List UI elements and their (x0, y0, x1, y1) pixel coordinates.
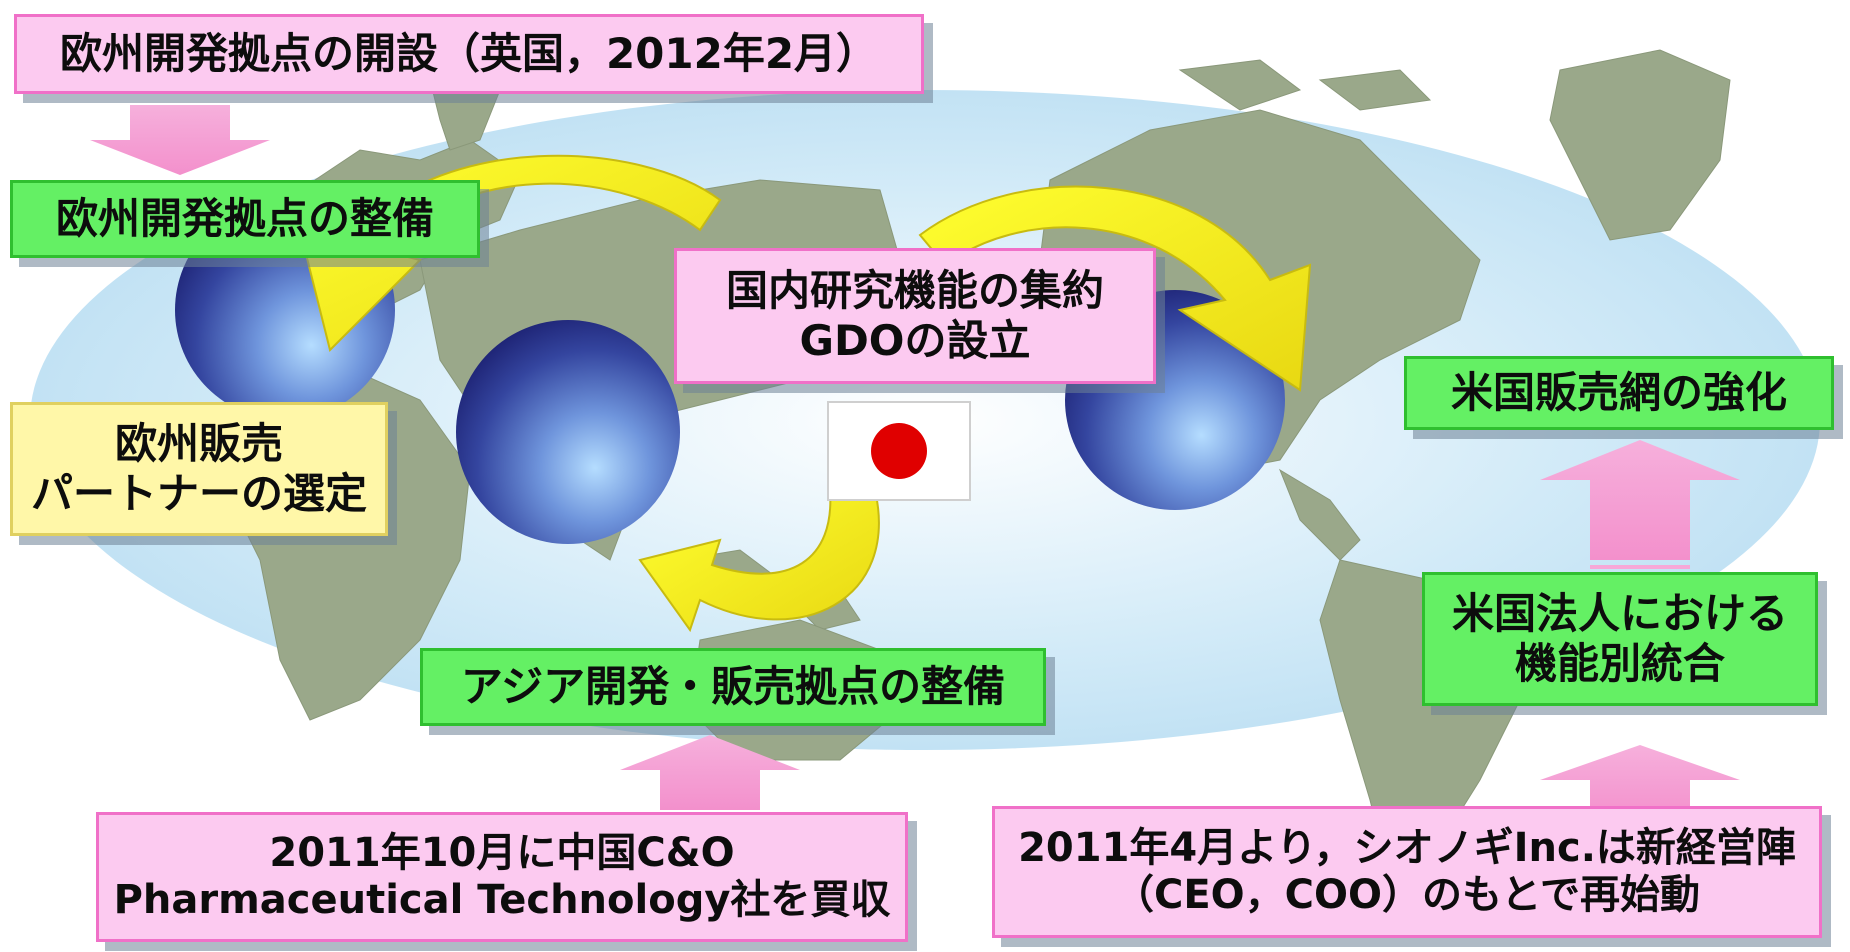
europe-sales-partner-line-1: 欧州販売 (114, 419, 283, 469)
usa-integration-line-1: 米国法人における (1451, 589, 1788, 639)
usa-restart-line-2: （CEO，COO）のもとで再始動 (1113, 872, 1701, 918)
asia-globe (456, 320, 680, 544)
usa-sales-network-box: 米国販売網の強化 (1404, 356, 1834, 430)
yellow-arrow-to-asia (638, 489, 880, 633)
asia-acquisition-box: 2011年10月に中国C&O Pharmaceutical Technology… (96, 812, 908, 942)
europe-opening-label: 欧州開発拠点の開設（英国，2012年2月） (59, 29, 879, 79)
asia-acquisition-line-2: Pharmaceutical Technology社を買収 (113, 877, 891, 923)
usa-restart-line-1: 2011年4月より，シオノギInc.は新経営陣 (1018, 824, 1796, 871)
pink-arrow-usa-lower (1540, 745, 1740, 820)
pink-arrow-asia-up (620, 735, 800, 810)
asia-dev-sales-box: アジア開発・販売拠点の整備 (420, 648, 1046, 726)
pink-arrow-europe-down (90, 105, 270, 175)
europe-opening-box: 欧州開発拠点の開設（英国，2012年2月） (14, 14, 924, 94)
europe-sales-partner-line-2: パートナーの選定 (30, 469, 367, 518)
japan-consolidation-line-2: GDOの設立 (799, 316, 1031, 365)
europe-dev-base-box: 欧州開発拠点の整備 (10, 180, 480, 258)
europe-sales-partner-box: 欧州販売 パートナーの選定 (10, 402, 388, 536)
usa-integration-line-2: 機能別統合 (1514, 639, 1725, 688)
europe-dev-base-label: 欧州開発拠点の整備 (55, 194, 434, 244)
japan-consolidation-line-1: 国内研究機能の集約 (725, 266, 1104, 316)
yellow-arrow-to-usa (918, 185, 1312, 392)
asia-dev-sales-label: アジア開発・販売拠点の整備 (460, 662, 1006, 712)
usa-sales-network-label: 米国販売網の強化 (1450, 368, 1787, 418)
japan-flag-icon (827, 401, 971, 501)
japan-consolidation-box: 国内研究機能の集約 GDOの設立 (674, 248, 1156, 384)
usa-integration-box: 米国法人における 機能別統合 (1422, 572, 1818, 706)
usa-restart-box: 2011年4月より，シオノギInc.は新経営陣 （CEO，COO）のもとで再始動 (992, 806, 1822, 938)
asia-acquisition-line-1: 2011年10月に中国C&O (269, 829, 735, 876)
